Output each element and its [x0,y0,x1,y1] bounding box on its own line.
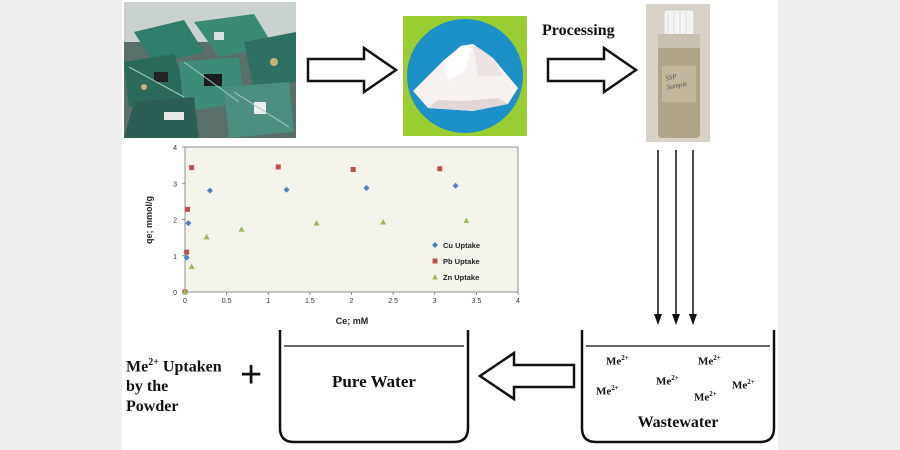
x-tick-label: 0 [183,298,187,305]
uptaken-line-3: Powder [126,398,179,416]
uptake-scatter-chart: 0 1 2 3 4 0 0.5 1 1.5 2 2.5 3 3.5 4 Cu Uptake Pb Upta… [140,140,530,330]
x-tick-label: 4 [516,298,520,305]
x-tick-label: 0.5 [222,298,232,305]
ion-label: Me2+ [694,390,717,404]
zn-uptake-point [463,217,470,224]
y-tick-label: 1 [173,254,177,261]
white-powder-photo [403,16,527,136]
wastewater-beaker: Me2+ Me2+ Me2+ Me2+ Me2+ Me2+ Wastewater [580,328,776,444]
zn-uptake-point [313,220,320,226]
y-tick-label: 3 [173,181,177,188]
uptaken-word: Uptaken [158,358,222,376]
pb-uptake-point [350,166,356,172]
plus-sign: + [240,354,263,396]
cu-uptake-point [452,182,459,189]
pure-water-beaker: Pure Water [278,328,470,444]
zn-legend-label: Zn Uptake [443,273,479,282]
zn-uptake-point [380,219,387,225]
down-arrows [650,148,700,328]
hollow-right-arrow [306,45,400,95]
cu-legend-marker [432,242,438,248]
pb-uptake-point [184,249,190,255]
cu-uptake-point [183,254,190,261]
y-axis-title: qe; mmol/g [144,196,154,244]
chart-svg: 0 1 2 3 4 0 0.5 1 1.5 2 2.5 3 3.5 4 Cu Uptake Pb Upta… [144,145,520,326]
y-tick-label: 2 [173,218,177,225]
pb-uptake-point [437,166,443,172]
graphical-abstract: Processing SSP Sample [122,0,778,450]
zn-legend-marker [432,274,438,280]
pb-uptake-point [275,164,281,170]
cu-legend-label: Cu Uptake [443,241,480,250]
cu-uptake-point [363,184,370,191]
ion-label: Me2+ [732,378,755,392]
uptaken-ion-charge: 2+ [148,357,159,368]
cu-uptake-point [283,186,290,193]
wastewater-label: Wastewater [637,414,719,431]
uptaken-ion: Me [126,358,149,376]
zn-uptake-point [182,289,188,295]
hollow-left-arrow [476,350,576,402]
x-tick-label: 1 [266,298,270,305]
x-tick-label: 3.5 [472,298,482,305]
ion-label: Me2+ [698,354,721,368]
ion-label: Me2+ [596,384,619,398]
hollow-right-arrow [546,45,640,95]
circuit-board-scrap-photo [124,2,296,138]
x-axis-title: Ce; mM [336,316,369,326]
x-tick-label: 1.5 [305,298,315,305]
zn-uptake-point [188,263,195,270]
pb-uptake-point [189,165,195,171]
sample-vial-photo: SSP Sample [646,4,710,142]
zn-uptake-point [203,233,210,240]
pb-legend-label: Pb Uptake [443,257,480,266]
x-tick-label: 2.5 [388,298,398,305]
pb-legend-marker [432,258,438,264]
pure-water-label: Pure Water [332,372,416,391]
x-tick-label: 2 [350,298,354,305]
y-tick-label: 0 [173,290,177,297]
uptaken-line-2: by the [126,378,169,396]
processing-label: Processing [542,22,615,39]
y-tick-label: 4 [173,145,177,152]
cu-uptake-point [185,220,192,227]
zn-uptake-point [238,226,245,232]
x-tick-label: 3 [433,298,437,305]
pb-uptake-point [184,206,190,212]
uptaken-by-powder-label: Me2+ Uptaken by the Powder [126,353,222,417]
cu-uptake-point [206,187,213,194]
ion-label: Me2+ [606,354,629,368]
ion-label: Me2+ [656,374,679,388]
